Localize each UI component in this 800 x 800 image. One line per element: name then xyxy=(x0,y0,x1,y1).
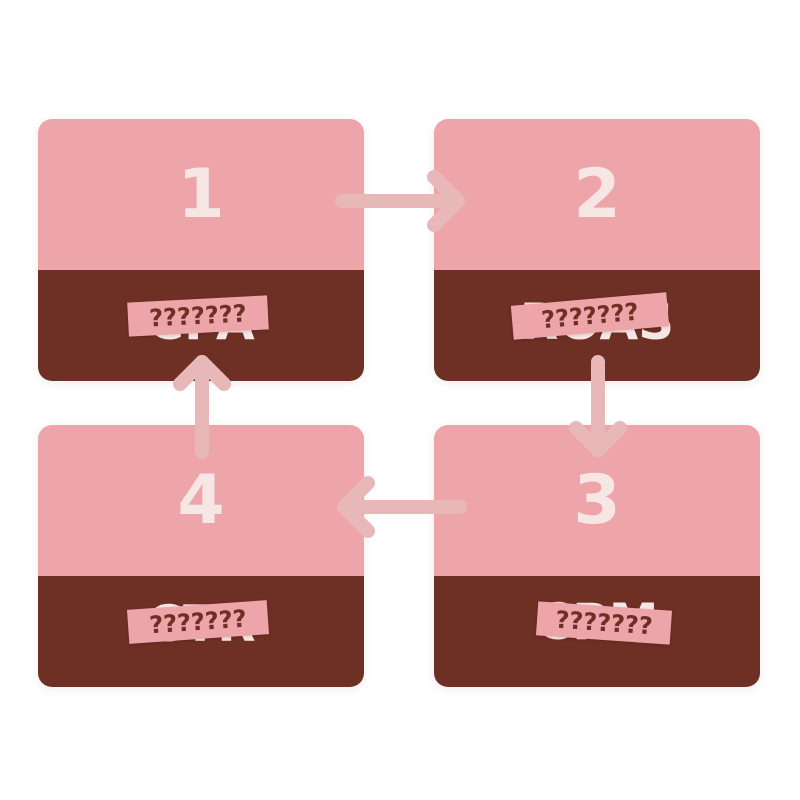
step-card-2: 2 ROAS ??????? xyxy=(434,119,760,381)
step-number-3: 3 xyxy=(573,460,621,540)
step-number-1: 1 xyxy=(177,154,225,234)
step-number-2: 2 xyxy=(573,154,621,234)
step-card-1: 1 CPA ??????? xyxy=(38,119,364,381)
step-card-3: 3 CPM ??????? xyxy=(434,425,760,687)
step-card-4: 4 CTR ??????? xyxy=(38,425,364,687)
step-card-2-header xyxy=(434,119,760,270)
step-card-1-header xyxy=(38,119,364,270)
step-number-4: 4 xyxy=(177,460,225,540)
